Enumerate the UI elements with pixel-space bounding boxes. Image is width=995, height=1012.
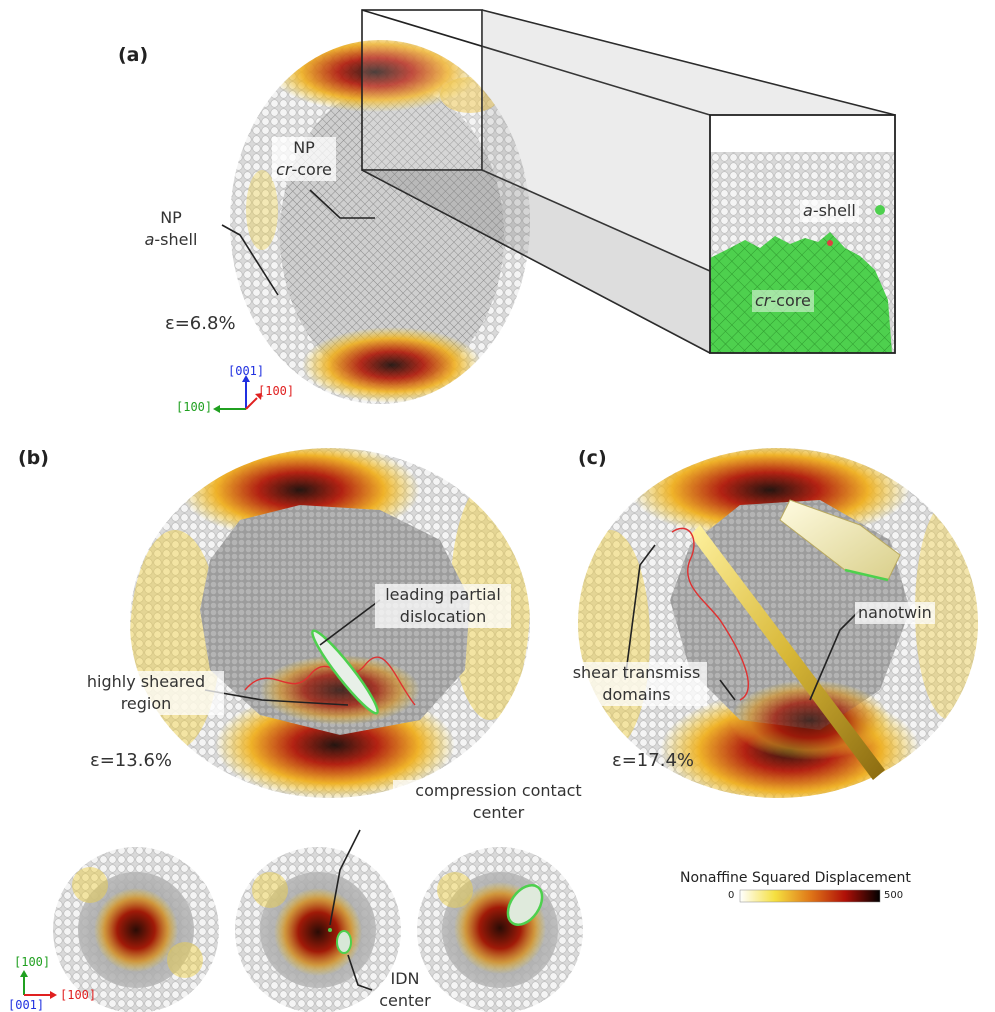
inset-core-label: cr-core bbox=[752, 290, 814, 312]
panel-c-nanoparticle bbox=[578, 448, 978, 798]
strain-label-b: ε=13.6% bbox=[90, 750, 172, 771]
panel-b-nanoparticle bbox=[130, 448, 530, 798]
panel-c-letter: (c) bbox=[578, 447, 607, 469]
colorbar-title: Nonaffine Squared Displacement bbox=[680, 870, 911, 886]
panel-c-leaders bbox=[624, 544, 861, 701]
axis-top-z: [001] bbox=[228, 364, 265, 378]
axes-triad-bottom bbox=[20, 970, 57, 999]
strain-label-c: ε=17.4% bbox=[612, 750, 694, 771]
bottom-view-2 bbox=[235, 847, 401, 1012]
bottom-leaders bbox=[329, 829, 373, 991]
panel-a-leaders bbox=[221, 189, 375, 296]
label-leading-partial: leading partial dislocation bbox=[375, 584, 511, 628]
axis-bottom-z: [001] bbox=[8, 998, 45, 1012]
label-compression-contact: compression contact center bbox=[393, 780, 604, 824]
colorbar-max: 500 bbox=[884, 890, 904, 901]
label-highly-sheared: highly sheared region bbox=[68, 671, 224, 715]
label-shear-transmission: shear transmiss domains bbox=[566, 662, 707, 706]
bottom-view-3 bbox=[417, 847, 583, 1012]
label-np-core: NP cr-core bbox=[272, 137, 336, 181]
label-nanotwin: nanotwin bbox=[855, 602, 935, 624]
label-idn-center: IDN center bbox=[379, 969, 431, 1010]
axis-bottom-x: [100] bbox=[60, 988, 97, 1002]
bottom-view-1 bbox=[53, 847, 219, 1012]
panel-a-inset bbox=[709, 114, 896, 354]
strain-label-a: ε=6.8% bbox=[165, 313, 236, 334]
axis-bottom-y: [100] bbox=[14, 955, 51, 969]
axis-top-x: [100] bbox=[258, 384, 295, 398]
axes-triad-top bbox=[213, 375, 262, 413]
colorbar bbox=[739, 889, 881, 903]
axis-top-y: [100] bbox=[176, 400, 213, 414]
label-np-shell: NP a-shell bbox=[144, 208, 198, 249]
panel-b-leaders bbox=[204, 599, 381, 706]
inset-shell-label: a-shell bbox=[800, 200, 859, 222]
panel-a-letter: (a) bbox=[118, 44, 149, 66]
panel-b-letter: (b) bbox=[18, 447, 49, 469]
panel-a-nanoparticle bbox=[230, 40, 530, 404]
colorbar-min: 0 bbox=[728, 890, 735, 901]
